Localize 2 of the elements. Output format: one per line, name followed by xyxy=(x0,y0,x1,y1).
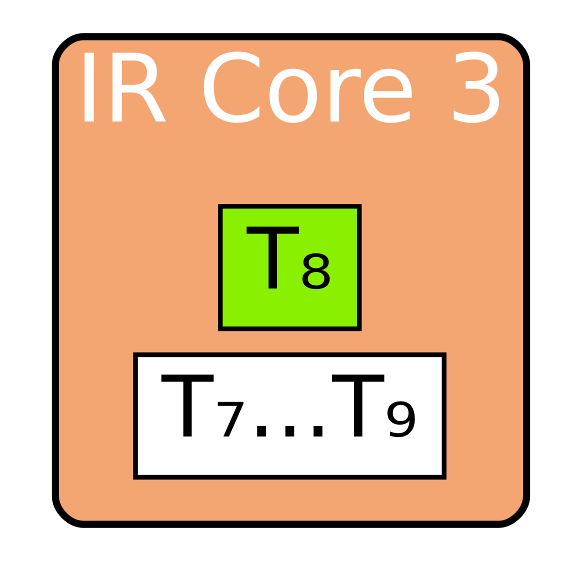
node-box: T₇…T₉ xyxy=(133,352,446,480)
node-box: T₈ xyxy=(218,204,362,332)
